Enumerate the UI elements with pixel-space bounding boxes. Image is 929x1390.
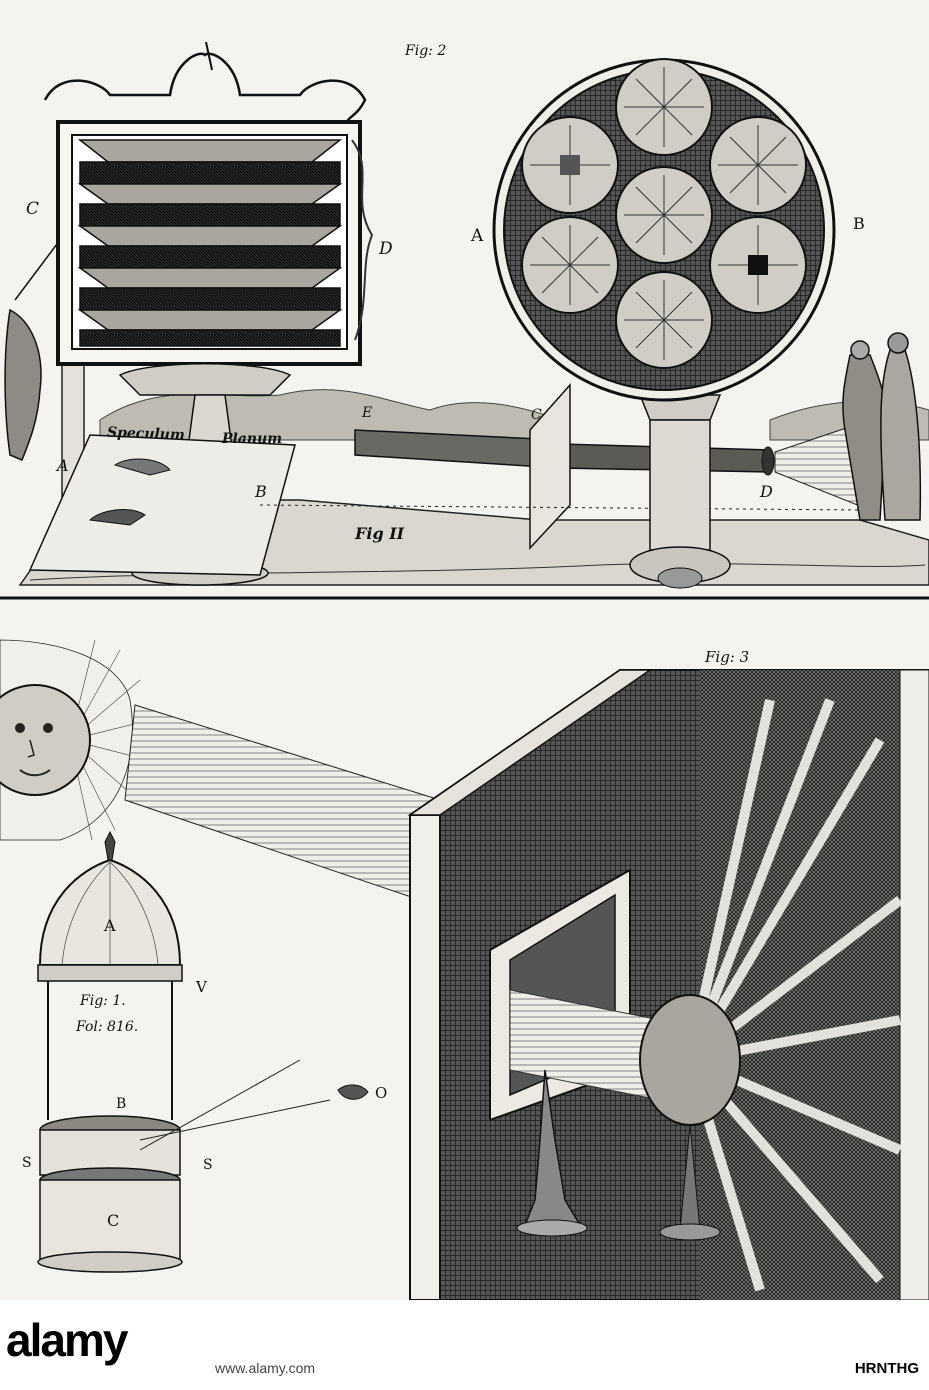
fig2-caption: Fig: 2 xyxy=(405,43,447,59)
fig1-caption: Fig: 1. xyxy=(80,993,126,1009)
label-c-left: C xyxy=(26,199,40,219)
label-c-lamp: C xyxy=(107,1211,120,1230)
label-d-left: D xyxy=(379,239,393,259)
stock-footer xyxy=(0,1300,929,1390)
label-s-right: S xyxy=(203,1157,213,1173)
label-a-wheel: A xyxy=(471,226,484,246)
alamy-logo: alamy xyxy=(6,1314,128,1366)
label-a-dome: A xyxy=(104,916,116,935)
label-a-left: A xyxy=(57,456,69,475)
engraving-plate: Fig: 2 C D A B Speculum Planum A B E C D… xyxy=(0,0,929,1301)
label-s-left: S xyxy=(22,1155,32,1171)
label-o-eye: O xyxy=(375,1084,388,1102)
label-b-wheel: B xyxy=(853,214,865,233)
label-c-screen: C xyxy=(531,407,542,423)
label-b-left: B xyxy=(255,482,267,501)
fig1-folio: Fol: 816. xyxy=(76,1019,139,1035)
planum-label: Planum xyxy=(222,431,283,447)
fig11-caption: Fig II xyxy=(355,524,405,543)
image-id: HRNTHG xyxy=(854,1360,919,1377)
label-e-tube: E xyxy=(362,405,373,421)
label-v-dome: V xyxy=(196,978,207,996)
label-d-tube: D xyxy=(760,482,773,501)
speculum-label: Speculum xyxy=(106,424,186,444)
alamy-url: www.alamy.com xyxy=(215,1360,316,1376)
engraving-illustration xyxy=(0,41,929,1301)
fig3-caption: Fig: 3 xyxy=(705,648,750,666)
label-b-lamp: B xyxy=(116,1096,127,1112)
